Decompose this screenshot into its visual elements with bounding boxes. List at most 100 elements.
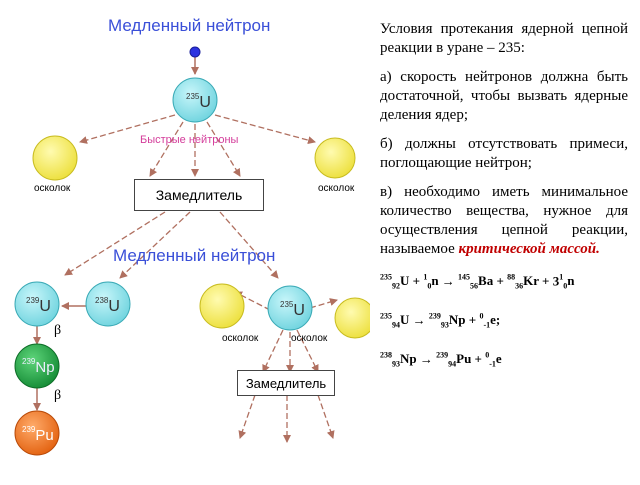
uranium-238-nucleus xyxy=(85,281,131,327)
fragment-label-right: осколок xyxy=(318,183,355,194)
label-np239: 239Np xyxy=(22,357,55,376)
arrow-to-fragment-right xyxy=(214,114,316,145)
mass-number: 145 xyxy=(458,273,471,282)
label-u235-bottom: 235U xyxy=(280,300,305,319)
element-symbol: Pu xyxy=(456,351,472,367)
condition-b: б) должны отсутствовать примеси, поглоща… xyxy=(380,136,628,171)
arrow-to-fragment-left xyxy=(79,114,176,144)
element-symbol: e xyxy=(495,351,502,367)
label-pu239: 239Pu xyxy=(22,425,54,444)
arrow-mod2-left xyxy=(238,394,256,439)
text-panel: Условия протекания ядерной цепной реакци… xyxy=(380,20,628,386)
arrow-fast-left xyxy=(149,121,184,177)
label-u235-top: 235U xyxy=(186,92,211,111)
arrow-fast-right xyxy=(206,121,241,177)
element-symbol: Ba xyxy=(478,273,494,289)
arrow-bottom-down-1 xyxy=(262,329,284,373)
equation-np-to-pu: 23893Np → 23994Pu + 0-1e xyxy=(380,347,628,374)
equation-term: 23993Np xyxy=(428,311,466,330)
mass-number: 239 xyxy=(428,311,441,321)
condition-c: в) необходимо иметь минимальное количест… xyxy=(380,183,628,259)
equation-operator: + xyxy=(465,312,480,328)
charge-number: -1 xyxy=(483,320,491,330)
charge-number: 0 xyxy=(427,281,432,291)
equation-operator: → xyxy=(409,312,429,328)
element-symbol: Np xyxy=(448,312,466,328)
charge-number: 92 xyxy=(392,281,400,291)
equation-term: 10n xyxy=(423,273,439,291)
beta-decay-label-1: β xyxy=(54,323,62,338)
element-symbol: Np xyxy=(400,351,417,367)
element-symbol: e; xyxy=(490,312,501,328)
slow-neutron-title-top: Медленный нейтрон xyxy=(108,16,271,35)
label-u238: 238U xyxy=(95,296,120,315)
diagram-canvas: 235U 239U 238U 235U 239Np 239Pu xyxy=(14,46,376,456)
fragment-label-left: осколок xyxy=(34,183,71,194)
equation-term: 23893Np xyxy=(380,350,417,369)
charge-number: 93 xyxy=(440,320,449,330)
equation-operator: + xyxy=(471,351,486,367)
element-symbol: U xyxy=(400,312,410,328)
equation-term: 10n xyxy=(559,273,575,291)
fragment-label-bottom-right: осколок xyxy=(291,333,328,344)
neptunium-239-nucleus xyxy=(14,343,60,389)
arrow-mod-right xyxy=(219,211,279,279)
mass-number: 238 xyxy=(380,350,392,360)
charge-number: 93 xyxy=(392,359,400,369)
fast-neutrons-label: Быстрые нейтроны xyxy=(140,134,239,146)
fragment-bottom-right-nucleus xyxy=(334,297,376,339)
arrow-mod-left xyxy=(64,211,166,276)
charge-number: 94 xyxy=(448,359,457,369)
equation-fission: 23592U + 10n → 14556Ba + 8836Kr + 310n xyxy=(380,269,628,296)
equation-term: 14556Ba xyxy=(458,273,494,291)
uranium-235-bottom-nucleus xyxy=(267,285,313,331)
plutonium-239-nucleus xyxy=(14,410,60,456)
equation-u-to-np: 23594U → 23993Np + 0-1e; xyxy=(380,308,628,335)
equation-term: 8836Kr xyxy=(507,273,539,291)
fragment-right-nucleus xyxy=(314,137,356,179)
equation-operator: + xyxy=(409,273,424,289)
fragment-left-nucleus xyxy=(32,135,78,181)
arrow-mod-center xyxy=(119,211,191,279)
equation-operator: → xyxy=(416,351,437,367)
element-symbol: n xyxy=(567,273,575,289)
uranium-235-top-nucleus xyxy=(172,77,218,123)
equation-term: 0-1e; xyxy=(479,311,501,330)
arrow-bottom-fragment-right xyxy=(309,298,338,309)
critical-mass-term: критической массой. xyxy=(458,241,600,257)
equation-term: 0-1e xyxy=(485,350,502,369)
equation-term: 23592U xyxy=(380,273,409,291)
label-u239: 239U xyxy=(26,296,51,315)
arrow-mod2-right xyxy=(317,394,335,439)
charge-number: -1 xyxy=(489,359,496,369)
mass-number: 1 xyxy=(559,273,564,282)
mass-number: 239 xyxy=(436,350,449,360)
fragment-label-bottom-left: осколок xyxy=(222,333,259,344)
condition-c-text: в) необходимо иметь минимальное количест… xyxy=(380,184,628,257)
slow-neutron-title-mid: Медленный нейтрон xyxy=(113,246,276,265)
mass-number: 0 xyxy=(479,311,484,321)
equation-term: 23594U xyxy=(380,311,410,330)
charge-number: 94 xyxy=(392,320,400,330)
element-symbol: n xyxy=(431,273,439,289)
arrow-bottom-down-3 xyxy=(296,329,319,373)
charge-number: 36 xyxy=(515,281,524,291)
uranium-239-nucleus xyxy=(14,281,60,327)
mass-number: 88 xyxy=(507,273,516,282)
mass-number: 235 xyxy=(380,273,392,282)
mass-number: 1 xyxy=(423,273,428,282)
moderator-box-top: Замедлитель xyxy=(134,179,264,211)
equation-operator: → xyxy=(438,273,459,289)
mass-number: 0 xyxy=(485,350,490,360)
fragment-bottom-left-nucleus xyxy=(199,283,245,329)
element-symbol: Kr xyxy=(523,273,539,289)
equation-operator: + xyxy=(493,273,508,289)
beta-decay-label-2: β xyxy=(54,388,62,403)
charge-number: 56 xyxy=(470,281,479,291)
neutron-top xyxy=(189,46,201,58)
equation-operator: + 3 xyxy=(538,273,560,289)
mass-number: 235 xyxy=(380,311,392,321)
moderator-box-bottom: Замедлитель xyxy=(237,370,335,396)
condition-a: а) скорость нейтронов должна быть достат… xyxy=(380,69,628,123)
conditions-heading: Условия протекания ядерной цепной реакци… xyxy=(380,21,628,56)
